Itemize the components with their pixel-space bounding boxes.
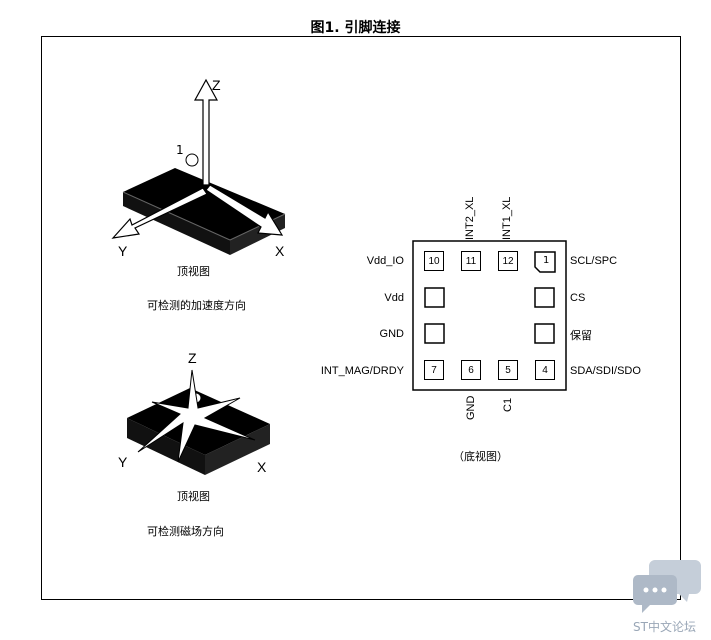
- pad-vdd: [424, 287, 445, 308]
- label-gnd-bottom: GND: [465, 395, 477, 420]
- label-int1-xl: INT1_XL: [501, 196, 513, 240]
- pad-gnd-left: [424, 323, 445, 344]
- mag-top-view-caption: 顶视图: [177, 490, 210, 503]
- watermark-text: ST中文论坛: [633, 620, 696, 634]
- accel-top-view-caption: 顶视图: [177, 265, 210, 278]
- accel-z-label: Z: [212, 77, 221, 93]
- label-vdd-io: Vdd_IO: [366, 255, 404, 267]
- label-int2-xl: INT2_XL: [464, 196, 476, 240]
- label-sda-sdi-sdo: SDA/SDI/SDO: [570, 365, 641, 377]
- label-int-mag-drdy: INT_MAG/DRDY: [320, 365, 404, 377]
- mag-z-label: Z: [188, 350, 197, 366]
- label-scl-spc: SCL/SPC: [570, 255, 618, 267]
- label-c1: C1: [502, 397, 514, 412]
- label-vdd: Vdd: [384, 292, 404, 304]
- label-gnd-left: GND: [379, 328, 404, 340]
- x-axis-arrow: [205, 184, 284, 236]
- pad-cs: [534, 287, 555, 308]
- pin-1-number: 1: [543, 255, 550, 266]
- pin-10: 10: [424, 251, 444, 271]
- mag-y-label: Y: [118, 454, 128, 470]
- pin-7: 7: [424, 360, 444, 380]
- pin-5: 5: [498, 360, 518, 380]
- pin-12: 12: [498, 251, 518, 271]
- accel-x-label: X: [275, 243, 285, 259]
- label-cs: CS: [570, 292, 586, 304]
- mag-x-label: X: [257, 459, 267, 475]
- pin1-marker-label: 1: [176, 143, 184, 157]
- watermark-logo: [633, 560, 701, 613]
- pin-6: 6: [461, 360, 481, 380]
- pin-1-pad: [534, 251, 556, 273]
- y-axis-arrow: [111, 187, 208, 239]
- bottom-view-caption: （底视图）: [453, 450, 508, 463]
- mag-direction-description: 可检测磁场方向: [147, 525, 224, 538]
- mag-package-drawing: [127, 369, 270, 475]
- figure-title: 图1. 引脚连接: [310, 20, 401, 36]
- label-reserved: 保留: [570, 329, 592, 342]
- pad-reserved: [534, 323, 555, 344]
- mag-field-star: [137, 369, 256, 463]
- z-axis-arrow: [193, 78, 219, 186]
- accel-package-drawing: [111, 78, 286, 255]
- accel-direction-description: 可检测的加速度方向: [147, 299, 246, 312]
- accel-y-label: Y: [118, 243, 128, 259]
- pin-11: 11: [461, 251, 481, 271]
- pin-4: 4: [535, 360, 555, 380]
- figure-frame: [41, 36, 681, 600]
